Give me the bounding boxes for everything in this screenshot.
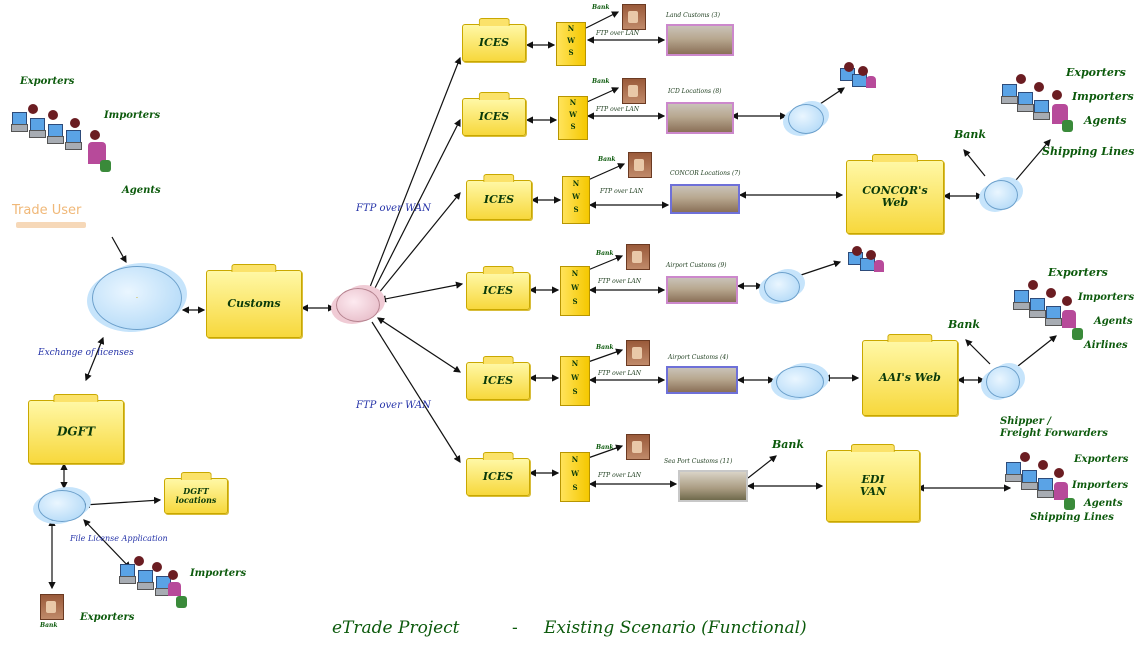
label-bank: Bank	[592, 4, 610, 11]
label-bank: Bank	[954, 128, 987, 141]
label-ftp-over-lan: FTP over LAN	[598, 472, 642, 479]
nws-box: N W S	[560, 356, 590, 406]
label-ftp-over-wan: FTP over WAN	[356, 400, 431, 411]
network-cloud	[986, 366, 1020, 398]
label-importers: Importers	[190, 568, 247, 579]
importers-illustration	[118, 556, 188, 616]
label-bank: Bank	[596, 444, 614, 451]
location-label: Sea Port Customs (11)	[664, 458, 733, 465]
label-bank: Bank	[40, 622, 58, 629]
ices-box: ICES	[466, 266, 530, 310]
location-photo	[666, 102, 734, 134]
label-exporters: Exporters	[1066, 66, 1126, 79]
label-shipper-freight: Shipper / Freight Forwarders	[1000, 416, 1108, 439]
label-bank: Bank	[948, 318, 981, 331]
dgft-locations-box: DGFT locations	[164, 472, 228, 514]
label-shipping-lines: Shipping Lines	[1042, 145, 1135, 158]
label-agents: Agents	[1094, 316, 1133, 327]
label-exchange-licenses: Exchange of licenses	[38, 348, 134, 358]
bank-icon	[40, 594, 64, 620]
label-exporters: Exporters	[1048, 266, 1108, 279]
nws-box: N W S	[560, 266, 590, 316]
edi-van-box: EDI VAN	[826, 444, 920, 522]
bank-icon	[626, 244, 650, 270]
ices-box: ICES	[466, 174, 532, 220]
nws-box: N W S	[560, 452, 590, 502]
footer-subtitle: Existing Scenario (Functional)	[544, 618, 807, 638]
bank-icon	[622, 78, 646, 104]
label-bank: Bank	[596, 250, 614, 257]
location-photo	[666, 24, 734, 56]
trade-users-illustration	[8, 100, 118, 200]
nws-box: N W S	[556, 22, 586, 66]
ices-box: ICES	[466, 356, 530, 400]
users-illustration	[1000, 70, 1090, 160]
label-ftp-over-lan: FTP over LAN	[598, 370, 642, 377]
label-file-license: File License Application	[70, 534, 168, 543]
label-exporters: Exporters	[20, 76, 75, 87]
label-importers: Importers	[1072, 480, 1129, 491]
label-bank: Bank	[598, 156, 616, 163]
label-ftp-over-lan: FTP over LAN	[600, 188, 644, 195]
bank-icon	[622, 4, 646, 30]
dgft-cloud	[38, 490, 86, 522]
label-bank: Bank	[772, 438, 805, 451]
customs-box: Customs	[206, 264, 302, 338]
location-label: CONCOR Locations (7)	[670, 170, 741, 177]
internet-cloud-left: ·	[92, 266, 182, 330]
users-illustration	[1004, 452, 1086, 524]
label-shipping-lines: Shipping Lines	[1030, 512, 1114, 523]
footer-dash: -	[512, 618, 518, 638]
trade-user-label: Trade User	[12, 203, 82, 218]
label-agents: Agents	[122, 185, 161, 196]
location-photo	[678, 470, 748, 502]
users-illustration	[846, 246, 890, 286]
location-label: Airport Customs (4)	[668, 354, 729, 361]
label-importers: Importers	[104, 110, 161, 121]
label-exporters: Exporters	[1074, 454, 1129, 465]
bank-icon	[626, 434, 650, 460]
label-importers: Importers	[1072, 90, 1134, 103]
concor-web-box: CONCOR's Web	[846, 154, 944, 234]
trade-user-sublabel	[16, 222, 86, 228]
users-illustration	[838, 62, 882, 102]
footer-title: eTrade Project	[332, 618, 460, 638]
label-ftp-over-lan: FTP over LAN	[598, 278, 642, 285]
label-exporters: Exporters	[80, 612, 135, 623]
nws-box: N W S	[558, 96, 588, 140]
bank-icon	[628, 152, 652, 178]
label-airlines: Airlines	[1084, 340, 1128, 351]
location-photo	[666, 276, 738, 304]
bank-icon	[626, 340, 650, 366]
label-agents: Agents	[1084, 114, 1127, 127]
central-cloud	[336, 288, 380, 322]
label-agents: Agents	[1084, 498, 1123, 509]
network-cloud	[776, 366, 824, 398]
label-ftp-over-lan: FTP over LAN	[596, 30, 640, 37]
nws-box: N W S	[562, 176, 590, 224]
location-photo	[670, 184, 740, 214]
dgft-box: DGFT	[28, 394, 124, 464]
network-cloud	[764, 272, 800, 302]
label-importers: Importers	[1078, 292, 1135, 303]
location-label: ICD Locations (8)	[668, 88, 722, 95]
ices-box: ICES	[466, 452, 530, 496]
aai-web-box: AAI's Web	[862, 334, 958, 416]
label-bank: Bank	[596, 344, 614, 351]
network-cloud	[788, 104, 824, 134]
network-cloud	[984, 180, 1018, 210]
location-label: Airport Customs (9)	[666, 262, 727, 269]
label-bank: Bank	[592, 78, 610, 85]
ices-box: ICES	[462, 92, 526, 136]
label-ftp-over-wan: FTP over WAN	[356, 203, 431, 214]
location-photo	[666, 366, 738, 394]
ices-box: ICES	[462, 18, 526, 62]
users-illustration	[1012, 280, 1092, 354]
label-ftp-over-lan: FTP over LAN	[596, 106, 640, 113]
location-label: Land Customs (3)	[666, 12, 720, 19]
